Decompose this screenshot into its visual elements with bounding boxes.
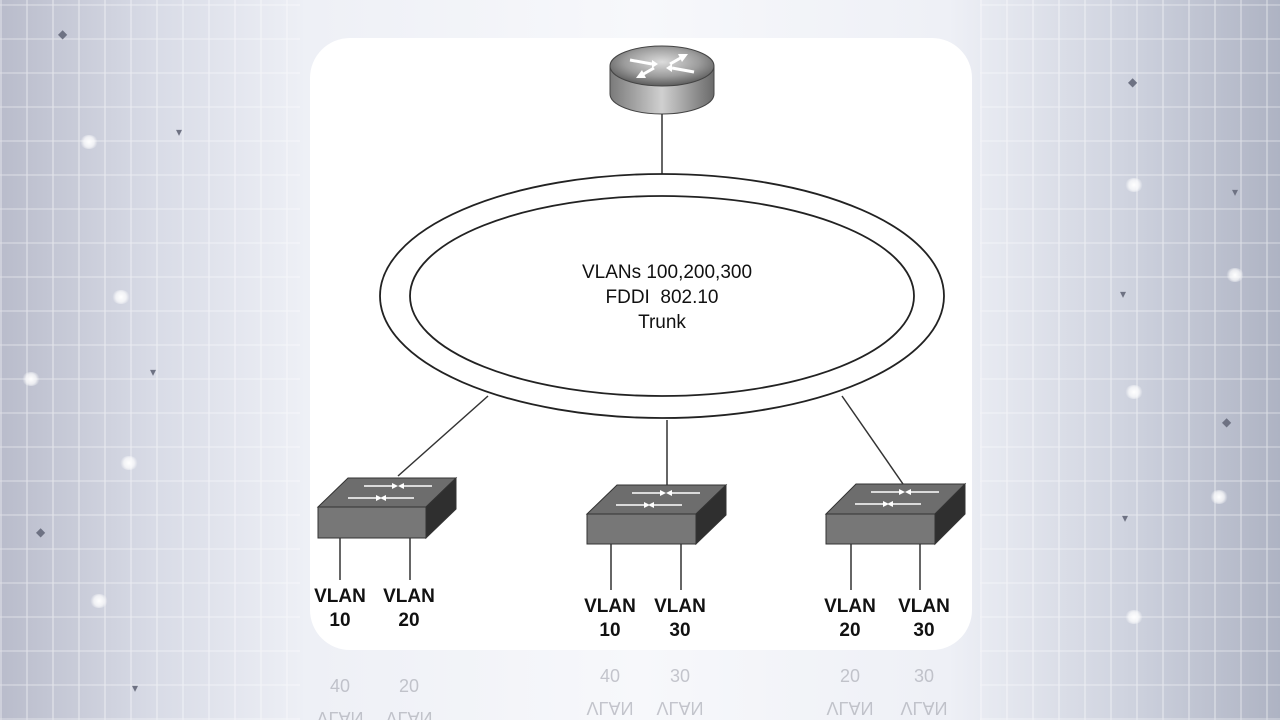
moth-decoration: ▾ (176, 125, 183, 139)
moth-decoration: ◆ (1128, 75, 1138, 89)
sparkle-decoration (1125, 610, 1143, 624)
moth-decoration: ◆ (1222, 415, 1232, 429)
vlan-label-id: 20 (839, 620, 860, 641)
moth-decoration: ▾ (1122, 511, 1129, 525)
moth-decoration: ◆ (58, 27, 68, 41)
sparkle-decoration (112, 290, 130, 304)
switch-icon-1 (316, 476, 458, 580)
reflection-number: 20 (399, 676, 419, 696)
reflection-number: 40 (600, 666, 620, 686)
vlan-label-id: 20 (398, 610, 419, 631)
reflection-vlan: VLAN (385, 708, 432, 720)
background-grid-right (980, 0, 1280, 720)
sparkle-decoration (1125, 385, 1143, 399)
vlan-label-top: VLAN (383, 586, 435, 607)
switch-icon-2 (585, 483, 728, 590)
label-reflection: 40 VLAN 20 VLAN 40 VLAN 30 VLAN 20 VLAN … (316, 666, 947, 720)
reflection-vlan: VLAN (586, 698, 633, 718)
vlan-label-top: VLAN (654, 596, 706, 617)
moth-decoration: ▾ (150, 365, 157, 379)
reflection-number: 20 (840, 666, 860, 686)
sparkle-decoration (120, 456, 138, 470)
router-icon (609, 45, 715, 115)
vlan-label-id: 10 (599, 620, 620, 641)
reflection-number: 30 (670, 666, 690, 686)
reflection-vlan: VLAN (900, 698, 947, 718)
switch-link-1 (397, 395, 489, 477)
reflection-vlan: VLAN (826, 698, 873, 718)
fddi-ring-inner (409, 195, 915, 397)
moth-decoration: ▾ (1120, 287, 1127, 301)
reflection-number: 30 (914, 666, 934, 686)
trunk-label-line2: FDDI 802.10 (606, 287, 719, 308)
switch-link-3 (841, 395, 904, 485)
moth-decoration: ▾ (132, 681, 139, 695)
sparkle-decoration (1210, 490, 1228, 504)
sparkle-decoration (1226, 268, 1244, 282)
switch-icon-3 (824, 482, 967, 590)
vlan-label-id: 10 (329, 610, 350, 631)
vlan-label-top: VLAN (314, 586, 366, 607)
reflection-number: 40 (330, 676, 350, 696)
sparkle-decoration (1125, 178, 1143, 192)
background-grid-left (0, 0, 300, 720)
moth-decoration: ◆ (36, 525, 46, 539)
trunk-label-line1: VLANs 100,200,300 (582, 262, 752, 283)
reflection-vlan: VLAN (316, 708, 363, 720)
vlan-label-top: VLAN (824, 596, 876, 617)
trunk-label-line3: Trunk (638, 312, 686, 333)
moth-decoration: ▾ (1232, 185, 1239, 199)
vlan-label-top: VLAN (898, 596, 950, 617)
vlan-label-id: 30 (913, 620, 934, 641)
sparkle-decoration (90, 594, 108, 608)
vlan-label-top: VLAN (584, 596, 636, 617)
vlan-label-id: 30 (669, 620, 690, 641)
reflection-vlan: VLAN (656, 698, 703, 718)
sparkle-decoration (22, 372, 40, 386)
sparkle-decoration (80, 135, 98, 149)
